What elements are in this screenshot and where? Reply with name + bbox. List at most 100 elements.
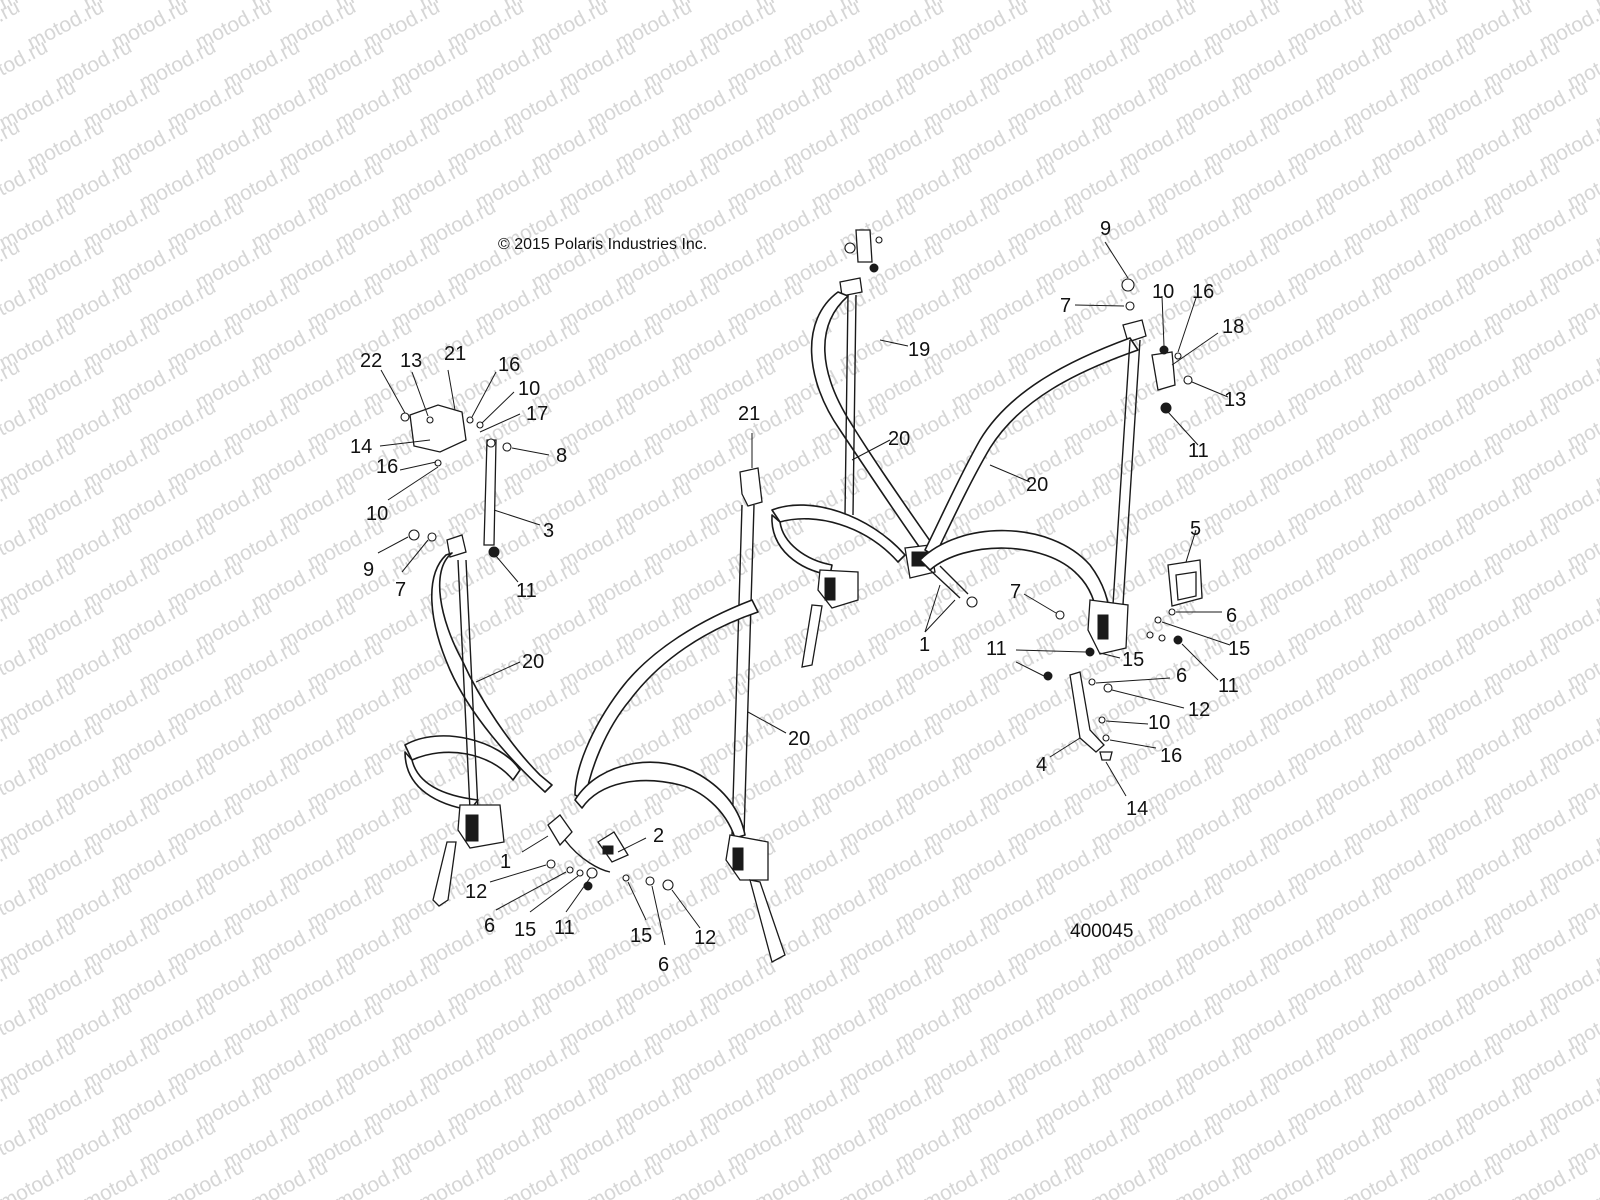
right-center-retractor — [817, 569, 859, 609]
bolt-7r — [1125, 301, 1135, 311]
right-center-lower-bracket — [801, 604, 823, 668]
watermark-text: motod.ru — [0, 155, 52, 214]
watermark-text: motod.ru — [752, 1155, 836, 1200]
watermark-text: motod.ru — [0, 1155, 80, 1200]
watermark-text: motod.ru — [0, 515, 52, 574]
callout-6b: 6 — [658, 954, 669, 976]
strap-top-hole — [486, 438, 496, 448]
callout-16: 16 — [498, 354, 520, 376]
copyright-text: © 2015 Polaris Industries Inc. — [498, 236, 707, 253]
callout-2: 2 — [653, 825, 664, 847]
callout-16b: 16 — [376, 456, 398, 478]
lap-belt-webbing — [404, 735, 521, 781]
bolt-7r2 — [1055, 610, 1065, 620]
callout-11c: 11 — [1188, 440, 1209, 462]
callout-12c: 12 — [1188, 699, 1210, 721]
callout-15: 15 — [514, 919, 536, 941]
washer-15 — [576, 869, 584, 877]
top-cap — [844, 242, 856, 254]
bolt-22 — [400, 412, 410, 422]
cap-9 — [408, 529, 420, 541]
callout-17: 17 — [526, 403, 548, 425]
callout-16d: 16 — [1160, 745, 1182, 767]
right-top-anchor — [1122, 319, 1147, 343]
callout-20b: 20 — [788, 728, 810, 750]
nut-19 — [869, 263, 879, 273]
washer-15b — [622, 874, 630, 882]
top-d-ring — [839, 277, 863, 297]
watermark-text: motod.ru — [164, 1155, 248, 1200]
cover-5-face — [1175, 571, 1197, 601]
watermark-text: motod.ru — [0, 35, 52, 94]
belt-webbing-20 — [431, 552, 553, 793]
retractor-strap — [457, 559, 479, 811]
bolt-6b — [645, 876, 655, 886]
nut-11r — [1160, 402, 1172, 414]
nut-12r — [1103, 683, 1113, 693]
callout-1: 1 — [500, 851, 511, 873]
d-ring-anchor — [446, 534, 467, 558]
callout-4: 4 — [1036, 754, 1047, 776]
washer-16r2 — [1102, 734, 1110, 742]
callout-14: 14 — [350, 436, 372, 458]
callout-7: 7 — [395, 579, 406, 601]
watermark-text: motod.ru — [1172, 1155, 1256, 1200]
callout-9b: 9 — [1100, 218, 1111, 240]
figure-number: 400045 — [1070, 921, 1133, 942]
callout-20d: 20 — [1026, 474, 1048, 496]
callout-labels: 22 13 21 16 10 17 14 8 16 10 3 9 7 11 20… — [350, 218, 1250, 976]
nut-11r4 — [1043, 671, 1053, 681]
callout-15c: 15 — [1228, 638, 1250, 660]
callout-21b: 21 — [738, 403, 760, 425]
callout-12: 12 — [465, 881, 487, 903]
nut-12 — [546, 859, 556, 869]
watermark-text: motod.ru — [0, 875, 52, 934]
watermark-text: motod.ru — [836, 1155, 920, 1200]
watermark-text: motod.ru — [1508, 1155, 1592, 1200]
center-belt-assembly — [574, 467, 786, 963]
callout-11d: 11 — [986, 638, 1007, 660]
watermark-text: motod.ru — [0, 995, 52, 1054]
bolt-6r — [1168, 608, 1176, 616]
callout-14b: 14 — [1126, 798, 1148, 820]
watermark-text: motod.ru — [0, 275, 52, 334]
bracket-19 — [855, 229, 873, 263]
watermark-text: motod.ru — [1340, 1155, 1424, 1200]
nut-12b — [662, 879, 674, 891]
callout-15b: 15 — [630, 925, 652, 947]
washer-15r — [1154, 616, 1162, 624]
callout-15d: 15 — [1122, 649, 1144, 671]
washer-15r2 — [1146, 631, 1154, 639]
callout-21: 21 — [444, 343, 466, 365]
upper-mount-bracket — [409, 404, 467, 453]
callout-5: 5 — [1190, 518, 1201, 540]
bolt-19 — [875, 236, 883, 244]
nut-11 — [488, 546, 500, 558]
callout-6c: 6 — [1226, 605, 1237, 627]
callout-16c: 16 — [1192, 281, 1214, 303]
watermark-text: motod.ru — [1004, 1155, 1088, 1200]
center-lower-bracket — [749, 879, 786, 963]
callout-12b: 12 — [694, 927, 716, 949]
center-retractor-strap — [731, 504, 755, 836]
washer-10 — [476, 421, 484, 429]
callout-7b: 7 — [1060, 295, 1071, 317]
callout-7c: 7 — [1010, 581, 1021, 603]
callout-1b: 1 — [919, 634, 930, 656]
retractor-housing — [457, 804, 505, 849]
nut-11r2 — [1173, 635, 1183, 645]
watermark-text: motod.ru — [332, 1155, 416, 1200]
washer-16b — [434, 459, 442, 467]
bolt-14r — [1099, 751, 1113, 761]
callout-20c: 20 — [888, 428, 910, 450]
right-center-lap-belt — [771, 504, 906, 563]
cap-9r — [1121, 278, 1135, 292]
bolt-cluster — [583, 881, 593, 891]
watermark-text: motod.ru — [0, 635, 52, 694]
watermark-text: motod.ru — [1088, 1155, 1172, 1200]
leader-lines — [377, 241, 1231, 946]
center-retractor-dark — [732, 847, 744, 871]
callout-6: 6 — [484, 915, 495, 937]
